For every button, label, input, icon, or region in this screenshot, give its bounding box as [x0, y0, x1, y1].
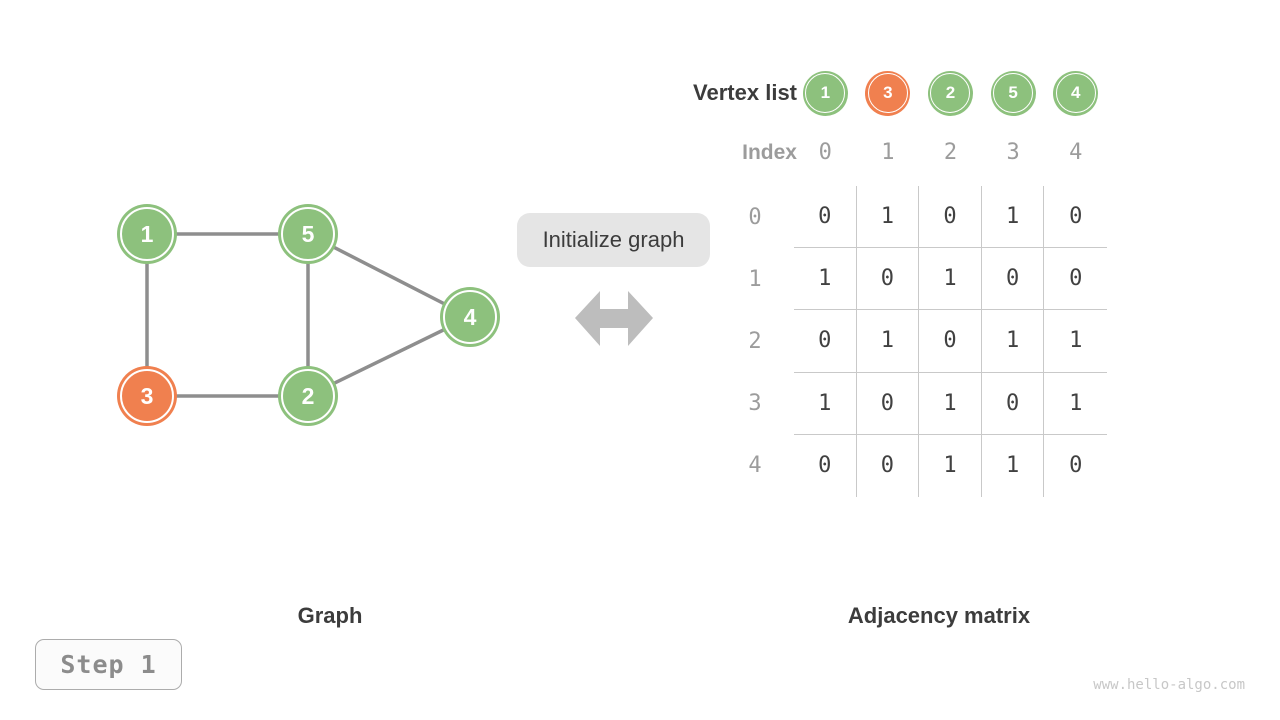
matrix-row-label: 2: [748, 328, 762, 354]
matrix-row-label: 3: [748, 391, 762, 417]
graph-node-3: 3: [117, 366, 177, 426]
matrix-row-label: 1: [748, 266, 762, 292]
matrix-cell: 1: [1044, 373, 1107, 435]
operation-label: Initialize graph: [517, 213, 710, 267]
matrix-cell: 1: [981, 186, 1045, 249]
matrix-cell: 0: [981, 248, 1045, 311]
graph-node-5: 5: [278, 204, 338, 264]
graph-node-2: 2: [278, 366, 338, 426]
graph-node-label: 2: [301, 382, 315, 409]
step-badge-label: Step 1: [60, 650, 157, 679]
index-label: Index: [742, 141, 797, 164]
graph-node-label: 1: [140, 220, 154, 247]
index-value: 1: [881, 140, 895, 165]
matrix-cell: 0: [856, 248, 920, 311]
matrix-cell: 0: [856, 372, 920, 435]
matrix-cell: 0: [1069, 453, 1083, 479]
matrix-cell: 1: [1044, 310, 1107, 373]
operation-label-text: Initialize graph: [542, 227, 685, 252]
vertex-circle: 1: [802, 70, 848, 116]
graph-node-4: 4: [440, 287, 500, 347]
graph-node-1: 1: [117, 204, 177, 264]
matrix-cell: 1: [794, 248, 857, 311]
vertex-list-label: Vertex list: [693, 80, 797, 105]
graph-node-label: 4: [463, 303, 477, 330]
matrix-caption: Adjacency matrix: [847, 603, 1031, 628]
matrix-cell: 1: [794, 372, 857, 435]
graph-node-label: 5: [301, 220, 315, 247]
double-horizontal-arrow-icon: [575, 291, 653, 346]
index-row: 0 1 2 3 4: [794, 138, 1107, 167]
index-value: 0: [818, 140, 832, 165]
vertex-list: 1 3 2 5 4: [794, 70, 1107, 116]
matrix-cell: 1: [856, 186, 920, 249]
matrix-cell: 1: [919, 434, 982, 497]
index-value: 4: [1069, 140, 1083, 165]
adjacency-matrix: 0 1 0 1 0 1 0 1 0 0 0 1 0 1 1 1 0 1 0 1 …: [794, 186, 1107, 497]
matrix-cell: 0: [1044, 248, 1107, 311]
graph-node-label: 3: [140, 382, 154, 409]
graph-caption: Graph: [297, 603, 363, 628]
matrix-row-label: 4: [748, 453, 762, 479]
matrix-cell: 0: [857, 434, 920, 497]
matrix-cell: 1: [982, 434, 1045, 497]
matrix-row-label: 0: [748, 204, 762, 230]
matrix-cell: 1: [856, 310, 920, 373]
vertex-circle: 4: [1053, 70, 1099, 116]
matrix-cell: 0: [794, 186, 857, 249]
index-value: 2: [943, 140, 958, 165]
matrix-cell: 0: [794, 434, 857, 497]
matrix-cell: 0: [919, 310, 982, 373]
vertex-circle: 2: [927, 70, 973, 116]
vertex-circle: 5: [990, 70, 1036, 116]
vertex-circle: 3: [865, 70, 911, 116]
matrix-cell: 1: [919, 248, 982, 311]
matrix-cell: 0: [981, 372, 1045, 435]
matrix-cell: 1: [919, 372, 982, 435]
index-value: 3: [1006, 140, 1020, 165]
matrix-cell: 0: [1044, 186, 1107, 249]
matrix-cell: 1: [981, 310, 1045, 373]
step-badge: Step 1: [35, 639, 182, 690]
watermark: www.hello-algo.com: [1093, 677, 1245, 693]
matrix-row-labels: 0 1 2 3 4: [724, 186, 786, 497]
matrix-cell: 0: [794, 310, 857, 373]
matrix-cell: 0: [919, 186, 982, 249]
